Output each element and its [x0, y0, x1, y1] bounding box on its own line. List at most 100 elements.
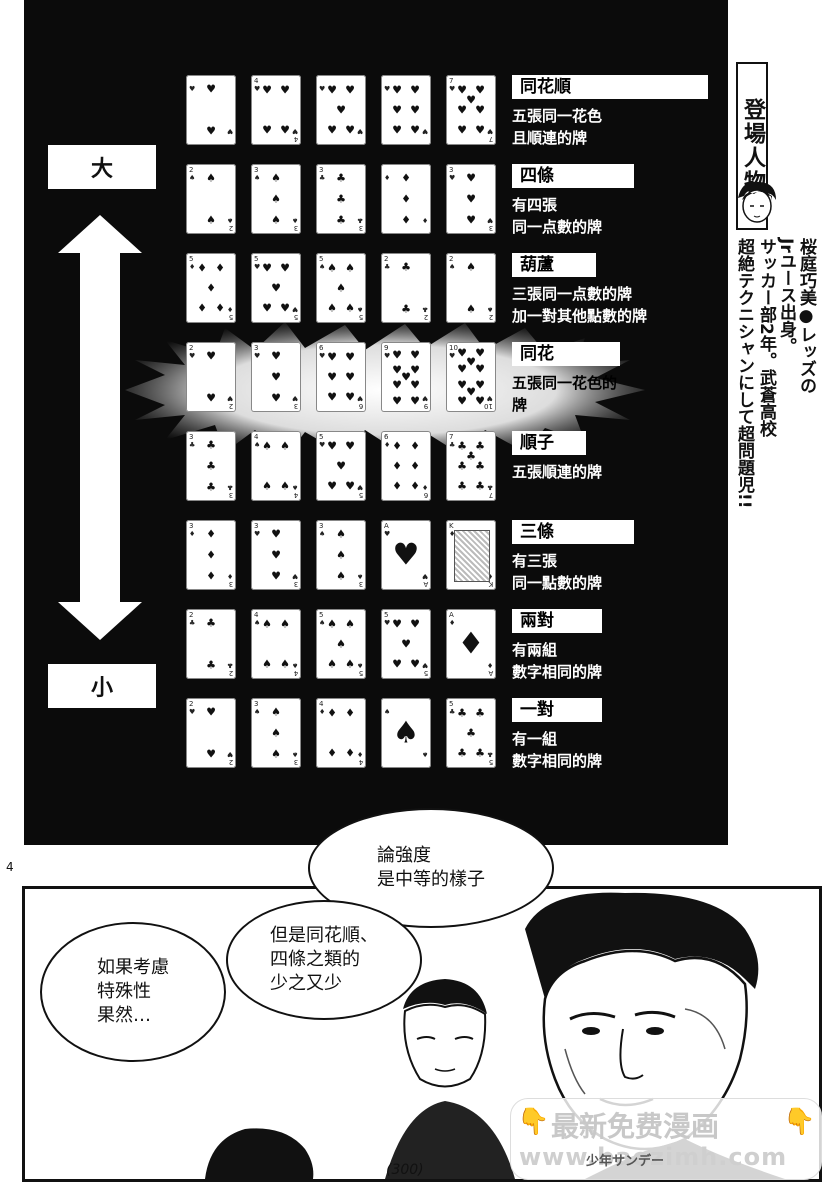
- playing-card: 2 ♠2 ♠♠♠: [446, 253, 496, 323]
- card-corner-label: 3 ♥: [449, 166, 456, 182]
- card-suit-pip: ♦: [206, 527, 216, 541]
- playing-card: K ♦K ♦: [446, 520, 496, 590]
- card-suit-pip: ♥: [401, 637, 411, 651]
- card-suit-pip: ♣: [206, 459, 216, 473]
- card-suit-pip: ♥: [392, 394, 402, 408]
- card-suit-pip: ♥: [392, 103, 402, 117]
- card-suit-pip: ♥: [410, 363, 420, 377]
- card-suit-pip: ♥: [466, 213, 476, 227]
- card-suit-pip: ♠: [345, 657, 355, 671]
- card-suit-pip: ♥: [392, 378, 402, 392]
- card-suit-pip: ♥: [392, 123, 402, 137]
- card-suit-pip: ♠: [280, 657, 290, 671]
- card-suit-pip: ♥: [262, 83, 272, 97]
- pointing-hand-icon: 👇: [517, 1107, 550, 1137]
- playing-card: 3 ♣3 ♣♣♣♣: [186, 431, 236, 501]
- card-suit-pip: ♥: [475, 378, 485, 392]
- hand-description: 有兩組數字相同的牌: [512, 639, 602, 683]
- card-corner-label: A ♦: [449, 611, 456, 627]
- playing-card: 7 ♣7 ♣♣♣♣♣♣♣♣: [446, 431, 496, 501]
- hand-name-label: 葫蘆: [512, 253, 596, 277]
- page-folio: (300): [386, 1162, 424, 1178]
- playing-card: ♦ ♦♦♦♦: [381, 164, 431, 234]
- card-suit-pip: ♠: [345, 617, 355, 631]
- card-corner-label: A ♦: [486, 661, 493, 677]
- hand-name-label: 三條: [512, 520, 634, 544]
- card-suit-pip: ♠: [262, 439, 272, 453]
- card-suit-pip: ♦: [215, 261, 225, 275]
- playing-card: ♥ ♥♥♥♥♥♥: [316, 75, 366, 145]
- card-suit-pip: ♥: [475, 394, 485, 408]
- card-suit-pip: ♥: [206, 124, 216, 138]
- card-corner-label: 5 ♥: [356, 483, 363, 499]
- playing-card: 3 ♦3 ♦♦♦♦: [186, 520, 236, 590]
- playing-card: 3 ♥3 ♥♥♥♥: [446, 164, 496, 234]
- card-corner-label: 3 ♠: [254, 700, 261, 716]
- playing-card: ♥ ♥♥♥: [186, 75, 236, 145]
- card-suit-pip: ♦: [206, 548, 216, 562]
- card-suit-pip: ♥: [280, 123, 290, 137]
- card-suit-pip: ♣: [457, 439, 467, 453]
- card-suit-pip: ♦: [345, 746, 355, 760]
- card-suit-pip: ♣: [475, 439, 485, 453]
- card-suit-pip: ♥: [466, 171, 476, 185]
- card-corner-label: 2 ♣: [384, 255, 391, 271]
- card-suit-pip: ♥: [457, 83, 467, 97]
- card-suit-pip: ♠: [280, 617, 290, 631]
- speech-line: 特殊性: [97, 981, 151, 1002]
- playing-card: 5 ♥5 ♥♥♥♥♥♥: [381, 609, 431, 679]
- card-suit-pip: ♠: [271, 213, 281, 227]
- card-suit-pip: ♥: [410, 83, 420, 97]
- card-corner-label: 2 ♥: [226, 750, 233, 766]
- card-suit-pip: ♥: [410, 378, 420, 392]
- card-suit-pip: ♣: [336, 171, 346, 185]
- card-corner-label: 5 ♠: [319, 611, 326, 627]
- card-suit-pip: ♠: [327, 617, 337, 631]
- card-suit-pip: ♥: [410, 394, 420, 408]
- hand-description-line: 加一對其他點數的牌: [512, 307, 648, 325]
- card-corner-label: 4 ♥: [291, 127, 298, 143]
- card-suit-pip: ♦: [345, 706, 355, 720]
- card-suit-pip: ♣: [475, 706, 485, 720]
- card-suit-pip: ♥: [262, 301, 272, 315]
- watermark-title: 最新免费漫画: [551, 1110, 720, 1143]
- card-suit-pip: ♣: [475, 479, 485, 493]
- card-corner-label: 4 ♥: [254, 77, 261, 93]
- card-corner-label: 3 ♠: [291, 750, 298, 766]
- card-suit-pip: ♥: [262, 261, 272, 275]
- card-suit-pip: ♣: [466, 449, 476, 463]
- card-corner-label: 2 ♥: [189, 700, 196, 716]
- card-suit-pip: ♠: [280, 439, 290, 453]
- playing-card: 2 ♥2 ♥♥♥: [186, 342, 236, 412]
- card-suit-pip: ♠: [336, 569, 346, 583]
- card-suit-pip: ♦: [392, 439, 402, 453]
- card-suit-pip: ♥: [345, 370, 355, 384]
- hand-description-line: 同一点數的牌: [512, 218, 603, 236]
- watermark-banner: 👇 最新免费漫画 👇 www.baozimh.com: [510, 1098, 822, 1180]
- card-suit-pip: ♥: [466, 93, 476, 107]
- watermark-url: www.baozimh.com: [519, 1143, 788, 1171]
- card-suit-pip: ♥: [392, 363, 402, 377]
- playing-card: 10 ♥10 ♥♥♥♥♥♥♥♥♥♥♥: [446, 342, 496, 412]
- card-corner-label: ♥: [421, 127, 428, 135]
- card-suit-pip: ♥: [410, 657, 420, 671]
- hand-description-line: 牌: [512, 396, 528, 414]
- playing-card: 3 ♠3 ♠♠♠♠: [316, 520, 366, 590]
- hand-name-label: 兩對: [512, 609, 602, 633]
- card-suit-pip: ♥: [327, 439, 337, 453]
- card-suit-pip: ♥: [475, 103, 485, 117]
- card-corner-label: 7 ♣: [449, 433, 456, 449]
- card-corner-label: 2 ♥: [189, 344, 196, 360]
- playing-card: 3 ♠3 ♠♠♠♠: [251, 698, 301, 768]
- card-suit-pip: ♥: [457, 346, 467, 360]
- card-suit-pip: ♠: [206, 171, 216, 185]
- card-corner-label: 3 ♣: [189, 433, 196, 449]
- hand-name-label: 一對: [512, 698, 602, 722]
- card-suit-pip: ♠: [271, 192, 281, 206]
- character-intro-title: 登場人物: [736, 62, 768, 230]
- card-suit-pip: ♦: [197, 301, 207, 315]
- card-suit-pip: ♥: [410, 103, 420, 117]
- card-suit-pip: ♠: [280, 479, 290, 493]
- card-suit-pip: ♥: [475, 83, 485, 97]
